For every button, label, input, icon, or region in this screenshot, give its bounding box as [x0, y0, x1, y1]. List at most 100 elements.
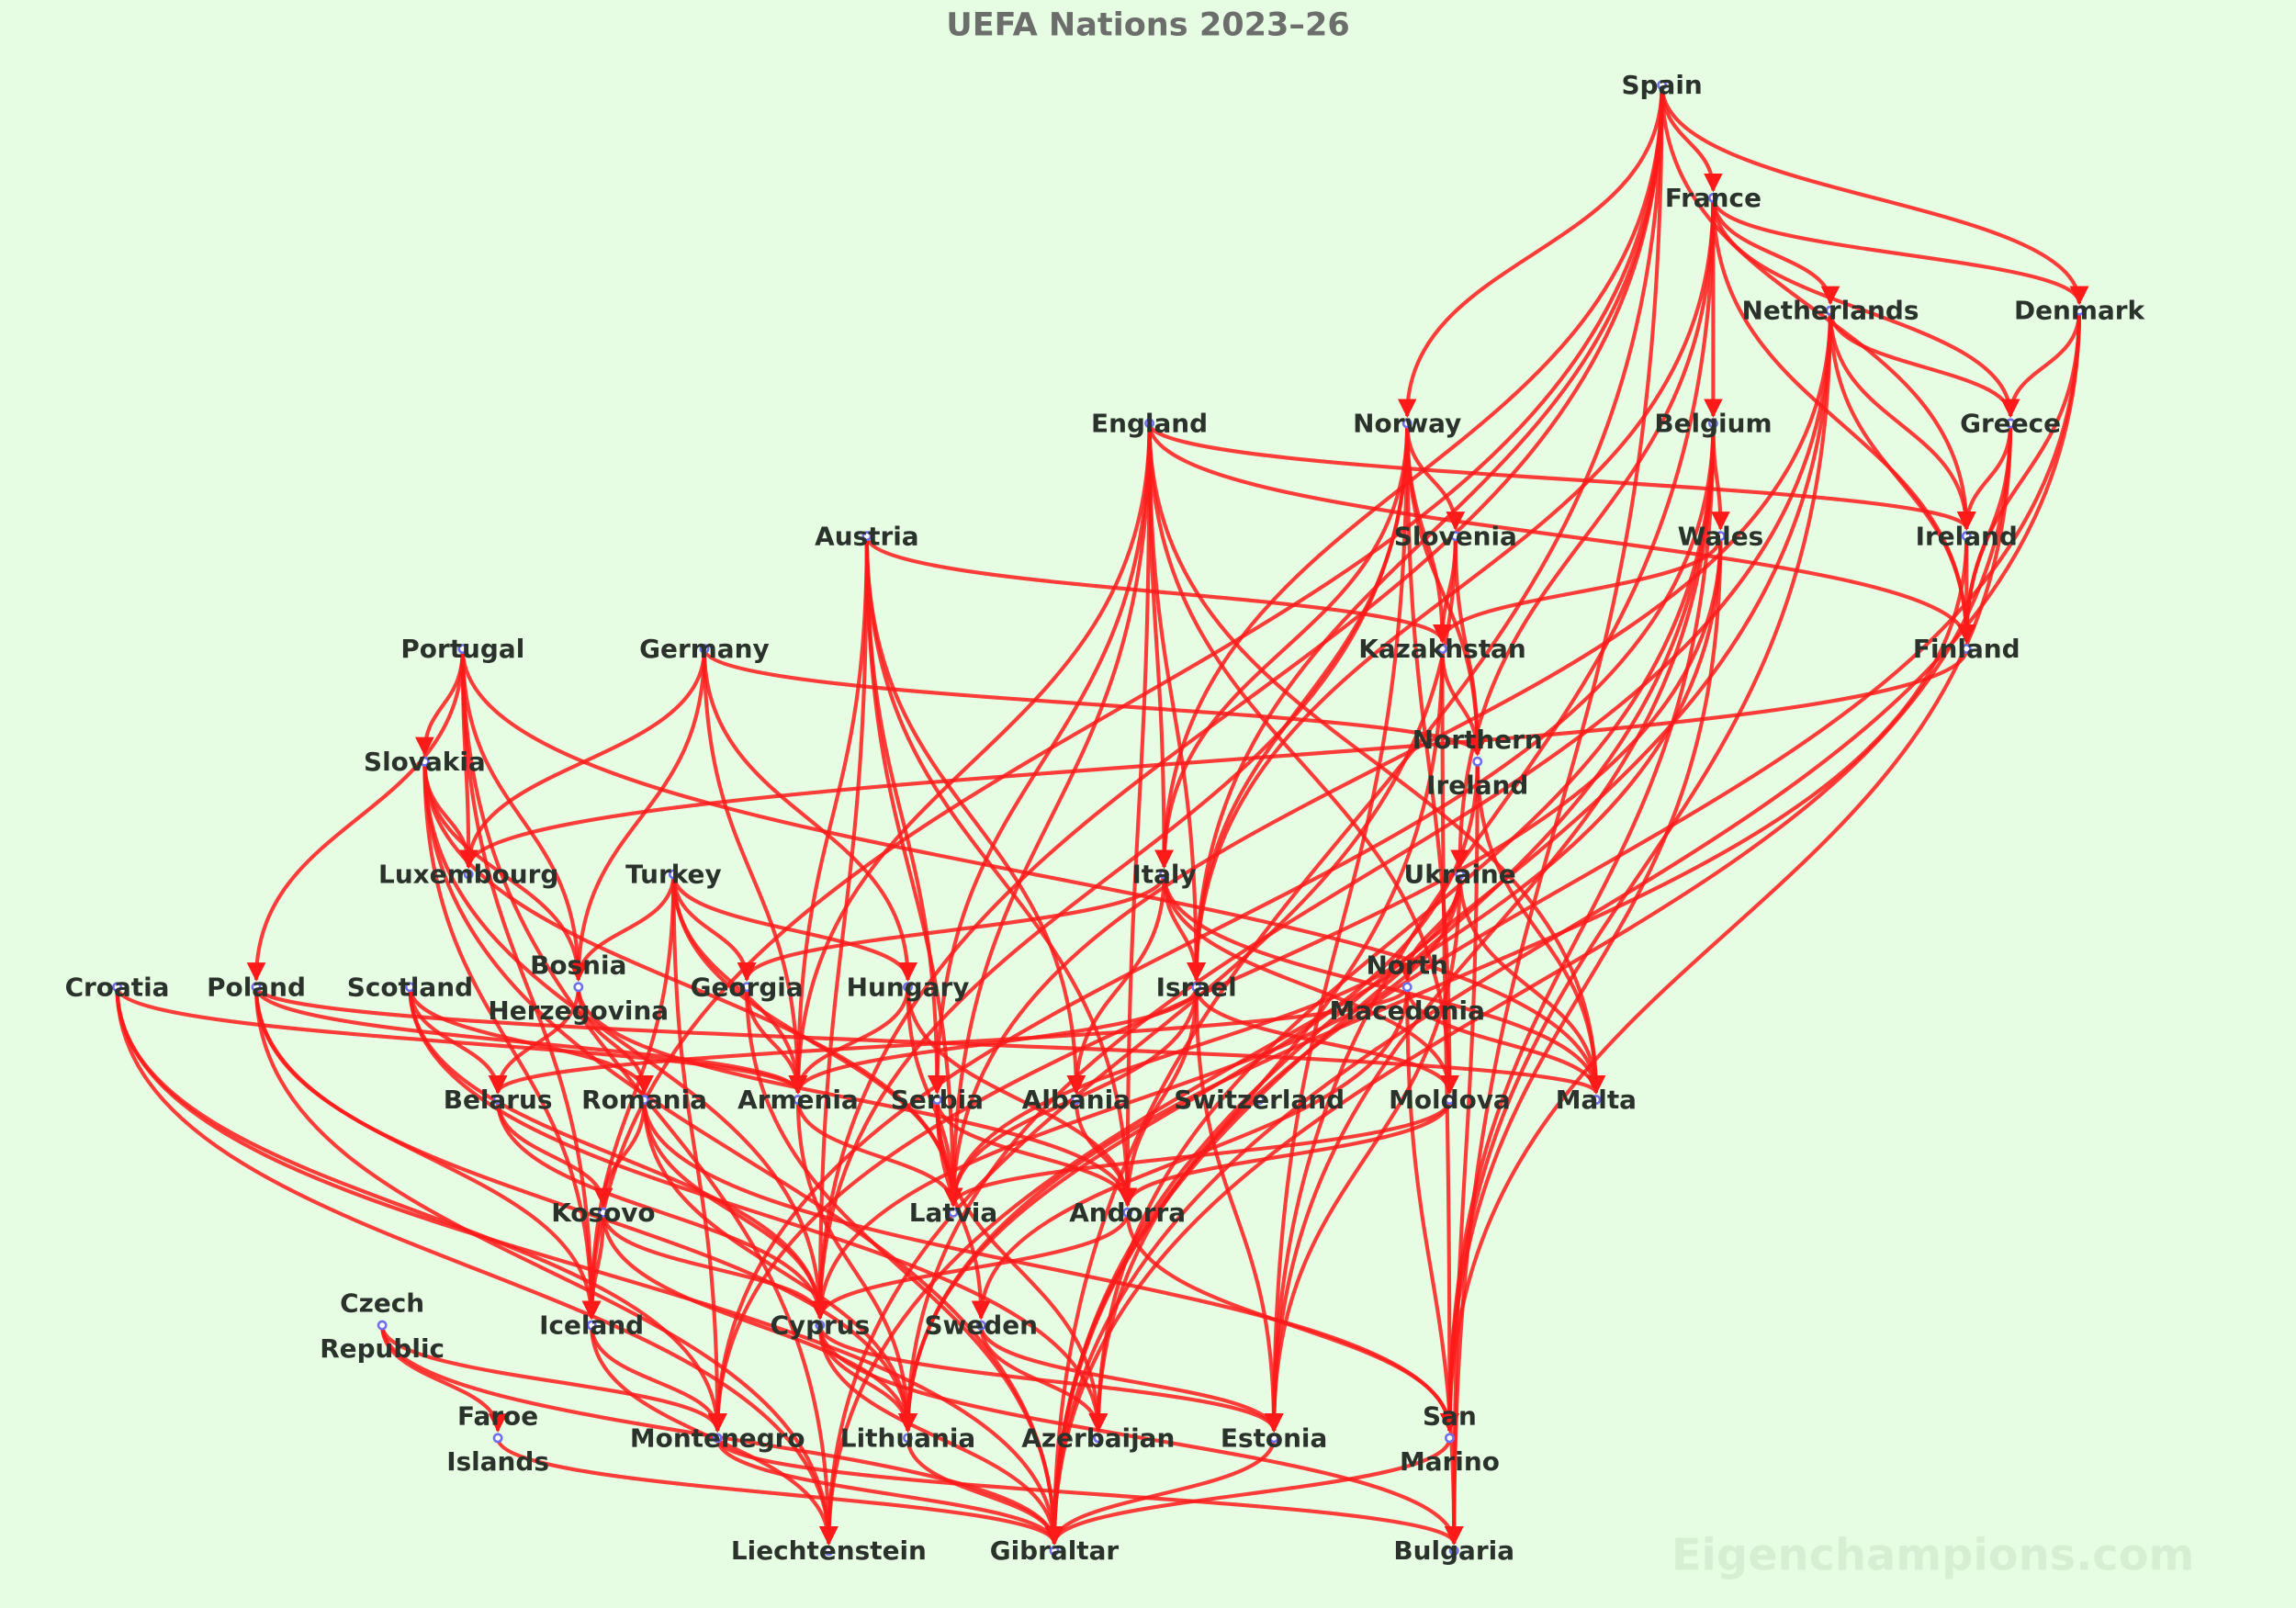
- node-hungary[interactable]: Hungary: [847, 972, 970, 1002]
- node-liechtenstein[interactable]: Liechtenstein: [731, 1535, 927, 1566]
- node-dot: [1049, 1546, 1060, 1557]
- node-label: Liechtenstein: [731, 1535, 927, 1566]
- edge-wales-to-liechtenstein: [819, 535, 1723, 1546]
- edge-sweden-to-estonia: [979, 1324, 1284, 1433]
- node-label: Serbia: [891, 1085, 984, 1115]
- edge-norway-to-italy: [1154, 422, 1410, 870]
- node-andorra[interactable]: Andorra: [1069, 1198, 1186, 1228]
- edge-belgium-to-azerbaijan: [1088, 422, 1716, 1433]
- node-label: Romania: [581, 1085, 707, 1115]
- node-dot: [1450, 531, 1461, 542]
- node-dot: [1401, 982, 1412, 993]
- node-spain[interactable]: Spain: [1621, 70, 1702, 100]
- node-estonia[interactable]: Estonia: [1221, 1422, 1327, 1453]
- node-label: Czech: [340, 1288, 424, 1319]
- node-azerbaijan[interactable]: Azerbaijan: [1021, 1422, 1175, 1453]
- edge-england-to-israel: [1147, 422, 1206, 982]
- node-moldova[interactable]: Moldova: [1389, 1085, 1511, 1115]
- node-england[interactable]: England: [1091, 409, 1208, 439]
- node-label: Ukraine: [1404, 860, 1516, 890]
- node-dot: [112, 982, 122, 993]
- node-kazakhstan[interactable]: Kazakhstan: [1358, 634, 1526, 664]
- node-label: Sweden: [924, 1310, 1038, 1341]
- node-gibraltar[interactable]: Gibraltar: [990, 1535, 1120, 1566]
- node-iceland[interactable]: Iceland: [539, 1310, 644, 1341]
- node-kosovo[interactable]: Kosovo: [551, 1198, 655, 1228]
- node-albania[interactable]: Albania: [1022, 1085, 1131, 1115]
- node-sweden[interactable]: Sweden: [924, 1310, 1038, 1341]
- node-label: Norway: [1353, 409, 1461, 439]
- edge-germany-to-armenia: [702, 648, 808, 1095]
- edge-wales-to-kazakhstan: [1433, 535, 1723, 644]
- edge-romania-to-kosovo: [593, 1099, 647, 1208]
- node-turkey[interactable]: Turkey: [625, 860, 721, 890]
- edge-iceland-to-montenegro: [590, 1324, 727, 1433]
- node-dot: [1961, 531, 1972, 542]
- node-bulgaria[interactable]: Bulgaria: [1393, 1535, 1514, 1566]
- edge-spain-to-italy: [1154, 84, 1664, 870]
- node-finland[interactable]: Finland: [1913, 634, 2020, 664]
- node-greece[interactable]: Greece: [1960, 409, 2061, 439]
- node-dot: [492, 1433, 503, 1444]
- node-austria[interactable]: Austria: [815, 521, 919, 551]
- node-belarus[interactable]: Belarus: [444, 1085, 553, 1115]
- node-lithuania[interactable]: Lithuania: [840, 1422, 975, 1453]
- node-norway[interactable]: Norway: [1353, 409, 1461, 439]
- edge-netherlands-to-latvia: [943, 310, 1833, 1208]
- edge-austria-to-latvia: [864, 535, 963, 1208]
- node-dot: [1472, 756, 1483, 767]
- node-denmark[interactable]: Denmark: [2014, 296, 2146, 326]
- node-dot: [1657, 80, 1668, 91]
- node-luxembourg[interactable]: Luxembourg: [378, 860, 558, 890]
- node-malta[interactable]: Malta: [1556, 1085, 1637, 1115]
- edge-england-to-andorra: [1118, 422, 1152, 1208]
- node-ukraine[interactable]: Ukraine: [1404, 860, 1516, 890]
- node-label: Netherlands: [1742, 296, 1919, 326]
- edge-belgium-to-san-marino: [1440, 422, 1716, 1433]
- node-italy[interactable]: Italy: [1131, 860, 1196, 890]
- edge-england-to-armenia: [788, 422, 1152, 1095]
- node-portugal[interactable]: Portugal: [400, 634, 524, 664]
- node-france[interactable]: France: [1665, 183, 1761, 213]
- node-slovenia[interactable]: Slovenia: [1394, 521, 1517, 551]
- node-switzerland[interactable]: Switzerland: [1174, 1085, 1345, 1115]
- node-dot: [1825, 305, 1836, 316]
- node-montenegro[interactable]: Montenegro: [630, 1422, 805, 1453]
- node-cyprus[interactable]: Cyprus: [770, 1310, 870, 1341]
- edge-sweden-to-azerbaijan: [979, 1325, 1109, 1433]
- node-croatia[interactable]: Croatia: [65, 972, 170, 1002]
- node-slovakia[interactable]: Slovakia: [364, 747, 486, 777]
- node-armenia[interactable]: Armenia: [737, 1085, 859, 1115]
- edge-austria-to-cyprus: [810, 535, 869, 1321]
- node-ireland[interactable]: Ireland: [1916, 521, 2018, 551]
- edge-georgia-to-gibraltar: [745, 986, 1064, 1546]
- node-poland[interactable]: Poland: [207, 972, 306, 1002]
- node-dot: [1401, 418, 1412, 429]
- node-israel[interactable]: Israel: [1156, 972, 1237, 1002]
- node-label: Iceland: [539, 1310, 644, 1341]
- node-dot: [1448, 1546, 1459, 1557]
- edge-cyprus-to-gibraltar: [817, 1325, 1064, 1546]
- node-belgium[interactable]: Belgium: [1654, 409, 1772, 439]
- node-scotland[interactable]: Scotland: [347, 972, 473, 1002]
- node-romania[interactable]: Romania: [581, 1085, 707, 1115]
- edge-northern-ireland-to-bulgaria: [1444, 761, 1480, 1546]
- edge-andorra-to-cyprus: [810, 1212, 1130, 1321]
- node-serbia[interactable]: Serbia: [891, 1085, 984, 1115]
- node-dot: [1437, 644, 1447, 654]
- node-netherlands[interactable]: Netherlands: [1742, 296, 1919, 326]
- node-georgia[interactable]: Georgia: [691, 972, 804, 1002]
- node-latvia[interactable]: Latvia: [909, 1198, 997, 1228]
- node-germany[interactable]: Germany: [639, 634, 769, 664]
- node-wales[interactable]: Wales: [1678, 521, 1764, 551]
- edge-ukraine-to-cyprus: [810, 874, 1462, 1321]
- node-label: Armenia: [737, 1085, 859, 1115]
- chart-title: UEFA Nations 2023–26: [946, 6, 1350, 43]
- node-dot: [741, 982, 752, 993]
